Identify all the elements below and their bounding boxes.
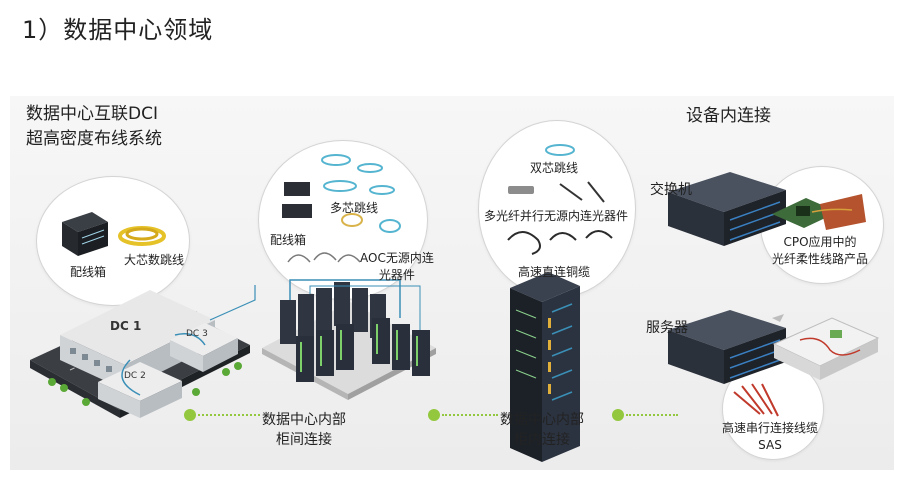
connector-dot-left [184, 409, 196, 421]
server-chassis-icon [772, 317, 880, 380]
inter-cabinet-caption-line2: 柜间连接 [276, 432, 332, 449]
sas-label: 高速串行连接线缆 SAS [722, 420, 818, 455]
dc2-label: DC 2 [124, 371, 146, 381]
duplex-label: 双芯跳线 [530, 161, 579, 175]
dci-campus-illustration [30, 285, 256, 418]
sas-label-line2: SAS [758, 438, 782, 453]
connector-dot-middle [428, 409, 440, 421]
arrow-icon [772, 314, 784, 322]
parallel-optics-icons [508, 181, 605, 203]
dac-cable-icons [507, 230, 613, 255]
cpo-board-icon [772, 194, 866, 230]
intra-cabinet-caption: 数据中心内部 柜内连接 [500, 410, 584, 451]
rack-indicator-lights [300, 324, 418, 372]
cpo-label-line2: 光纤柔性线路产品 [772, 252, 869, 267]
dci-trunk-cable-icon [118, 226, 166, 246]
page-title: 1）数据中心领域 [22, 16, 214, 44]
single-rack-illustration [510, 272, 580, 462]
dc1-label: DC 1 [110, 319, 142, 333]
cpo-label: CPO应用中的 光纤柔性线路产品 [772, 234, 868, 269]
aoc-label-line1: AOC无源内连 [360, 251, 434, 265]
dc3-label: DC 3 [186, 329, 208, 339]
inter-cabinet-patch-box-icons [282, 182, 312, 218]
server-illustration [668, 310, 786, 384]
inter-cabinet-caption: 数据中心内部 柜间连接 [262, 410, 346, 451]
intra-cabinet-components-bubble [478, 120, 636, 298]
dci-trunk-cable-label: 大芯数跳线 [124, 253, 185, 267]
connector-dot-right [612, 409, 624, 421]
inter-cabinet-patch-box-label: 配线箱 [270, 233, 307, 247]
sas-label-line1: 高速串行连接线缆 [722, 421, 819, 435]
dci-patch-box-label: 配线箱 [70, 265, 107, 279]
multi-core-label: 多芯跳线 [330, 201, 379, 215]
dac-label: 高速直连铜缆 [518, 265, 591, 279]
switch-label: 交换机 [650, 182, 692, 198]
connector-dash-middle [442, 414, 498, 416]
dci-heading: 数据中心互联DCI 超高密度布线系统 [26, 102, 162, 151]
aoc-component-icons [287, 252, 361, 263]
dci-components-bubble [36, 176, 190, 306]
duplex-cable-icon [545, 144, 575, 156]
aoc-label-line2: 光器件 [378, 268, 415, 283]
connector-dash-left [198, 414, 260, 416]
parallel-optics-label: 多光纤并行无源内连光器件 [484, 209, 629, 223]
switch-illustration [668, 172, 786, 246]
dci-heading-line2: 超高密度布线系统 [26, 128, 162, 149]
cpo-label-line1: CPO应用中的 [783, 235, 857, 249]
dci-patch-box-icon [62, 212, 108, 256]
aoc-label: AOC无源内连 光器件 [360, 250, 434, 285]
connector-dash-right [626, 414, 678, 416]
inter-cabinet-caption-line1: 数据中心内部 [262, 412, 346, 428]
multi-core-cable-icons [321, 154, 401, 233]
dci-heading-line1: 数据中心互联DCI [26, 104, 158, 124]
sas-cable-icon [733, 383, 779, 417]
intra-cabinet-caption-line2: 柜内连接 [514, 432, 570, 449]
device-heading: 设备内连接 [686, 106, 771, 126]
server-label: 服务器 [646, 320, 688, 336]
intra-cabinet-caption-line1: 数据中心内部 [500, 412, 584, 428]
